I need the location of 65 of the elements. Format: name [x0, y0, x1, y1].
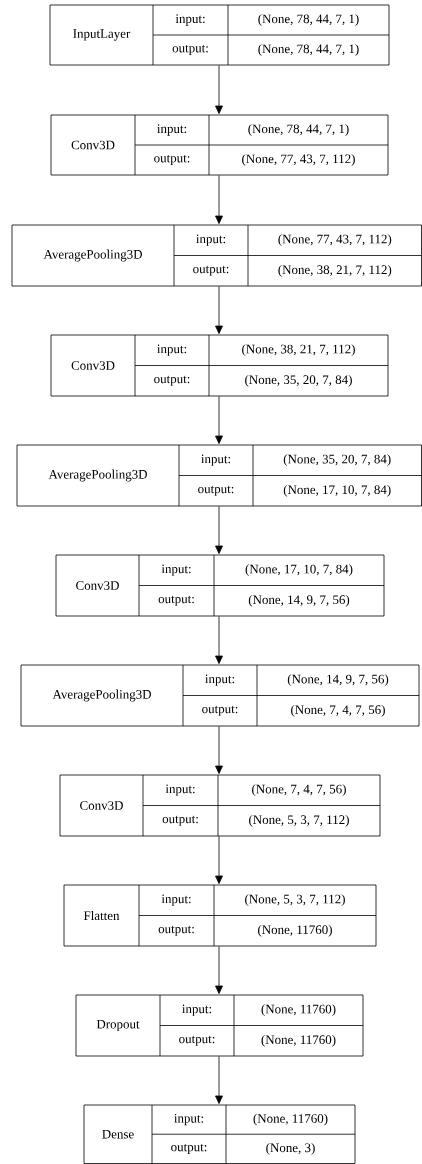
shape-text: (None, 14, 9, 7, 56): [248, 594, 350, 607]
port-label: output:: [158, 595, 194, 606]
layer-box: Conv3D input: (None, 17, 10, 7, 84) output: (None, 14, 9, 7, 56): [55, 554, 385, 617]
port-label: output:: [154, 155, 190, 166]
shape-text: (None, 11760): [258, 924, 332, 937]
port-label: output:: [202, 705, 238, 716]
port-label: input:: [205, 674, 235, 686]
shape-text: (None, 17, 10, 7, 84): [245, 564, 353, 577]
arrow: [215, 396, 223, 444]
port-label: input:: [161, 564, 191, 576]
layer-box: InputLayer input: (None, 78, 44, 7, 1) output: (None, 78, 44, 7, 1): [49, 4, 390, 66]
layer-box: AveragePooling3D input: (None, 35, 20, 7, 84) output: (None, 17, 10, 7, 84): [16, 444, 422, 507]
port-label: input:: [174, 1113, 204, 1126]
port-label: output:: [172, 45, 208, 56]
shape-text: (None, 11760): [253, 1113, 328, 1126]
port-label: input:: [201, 454, 231, 466]
port-label: input:: [165, 784, 195, 796]
layer-box: AveragePooling3D input: (None, 77, 43, 7, 112) output: (None, 38, 21, 7, 112): [11, 224, 422, 287]
layer-box: Flatten input: (None, 5, 3, 7, 112) output: (None, 11760): [63, 884, 377, 947]
shape-text: (None, 7, 4, 7, 56): [291, 704, 385, 717]
arrow: [215, 286, 223, 334]
port-label: input:: [196, 234, 226, 246]
arrow: [215, 946, 223, 994]
shape-text: (None, 5, 3, 7, 112): [245, 894, 345, 907]
shape-text: (None, 78, 44, 7, 1): [248, 124, 349, 136]
port-label: input:: [175, 14, 205, 26]
shape-text: (None, 78, 44, 7, 1): [258, 14, 359, 26]
arrow: [215, 506, 223, 554]
port-label: input:: [157, 344, 187, 356]
shape-text: (None, 35, 20, 7, 84): [245, 374, 352, 387]
layer-box: Dense input: (None, 11760) output: (None, 3): [83, 1104, 356, 1164]
arrow: [215, 1056, 223, 1104]
port-label: input:: [182, 1004, 212, 1016]
port-label: output:: [171, 1143, 207, 1154]
shape-text: (None, 38, 21, 7, 112): [242, 344, 355, 357]
port-label: input:: [157, 124, 187, 136]
layer-box: Conv3D input: (None, 78, 44, 7, 1) output: (None, 77, 43, 7, 112): [50, 114, 389, 176]
shape-text: (None, 5, 3, 7, 112): [249, 814, 349, 827]
port-label: output:: [158, 925, 194, 936]
shape-text: (None, 11760): [261, 1004, 336, 1017]
layer-box: Dropout input: (None, 11760) output: (None, 11760): [75, 994, 364, 1057]
shape-text: (None, 7, 4, 7, 56): [252, 784, 346, 797]
shape-text: (None, 14, 9, 7, 56): [287, 674, 389, 687]
arrow: [215, 726, 223, 774]
shape-text: (None, 35, 20, 7, 84): [283, 454, 391, 467]
port-label: output:: [179, 1035, 215, 1046]
arrow: [215, 175, 223, 224]
layer-box: AveragePooling3D input: (None, 14, 9, 7, 56) output: (None, 7, 4, 7, 56): [20, 664, 420, 727]
port-label: output:: [162, 815, 198, 826]
port-label: output:: [193, 265, 229, 276]
arrow: [215, 65, 223, 115]
arrow: [215, 836, 223, 884]
shape-text: (None, 38, 21, 7, 112): [278, 264, 392, 277]
port-label: output:: [198, 485, 234, 496]
shape-text: (None, 78, 44, 7, 1): [258, 44, 359, 56]
shape-text: (None, 77, 43, 7, 112): [242, 154, 355, 166]
shape-text: (None, 3): [266, 1143, 315, 1155]
shape-text: (None, 17, 10, 7, 84): [283, 484, 391, 497]
port-label: input:: [161, 894, 191, 906]
shape-text: (None, 77, 43, 7, 112): [278, 234, 392, 247]
shape-text: (None, 11760): [261, 1034, 336, 1047]
layer-box: Conv3D input: (None, 38, 21, 7, 112) output: (None, 35, 20, 7, 84): [50, 334, 389, 397]
layer-box: Conv3D input: (None, 7, 4, 7, 56) output: (None, 5, 3, 7, 112): [59, 774, 381, 837]
arrow: [215, 616, 223, 664]
port-label: output:: [154, 375, 190, 386]
